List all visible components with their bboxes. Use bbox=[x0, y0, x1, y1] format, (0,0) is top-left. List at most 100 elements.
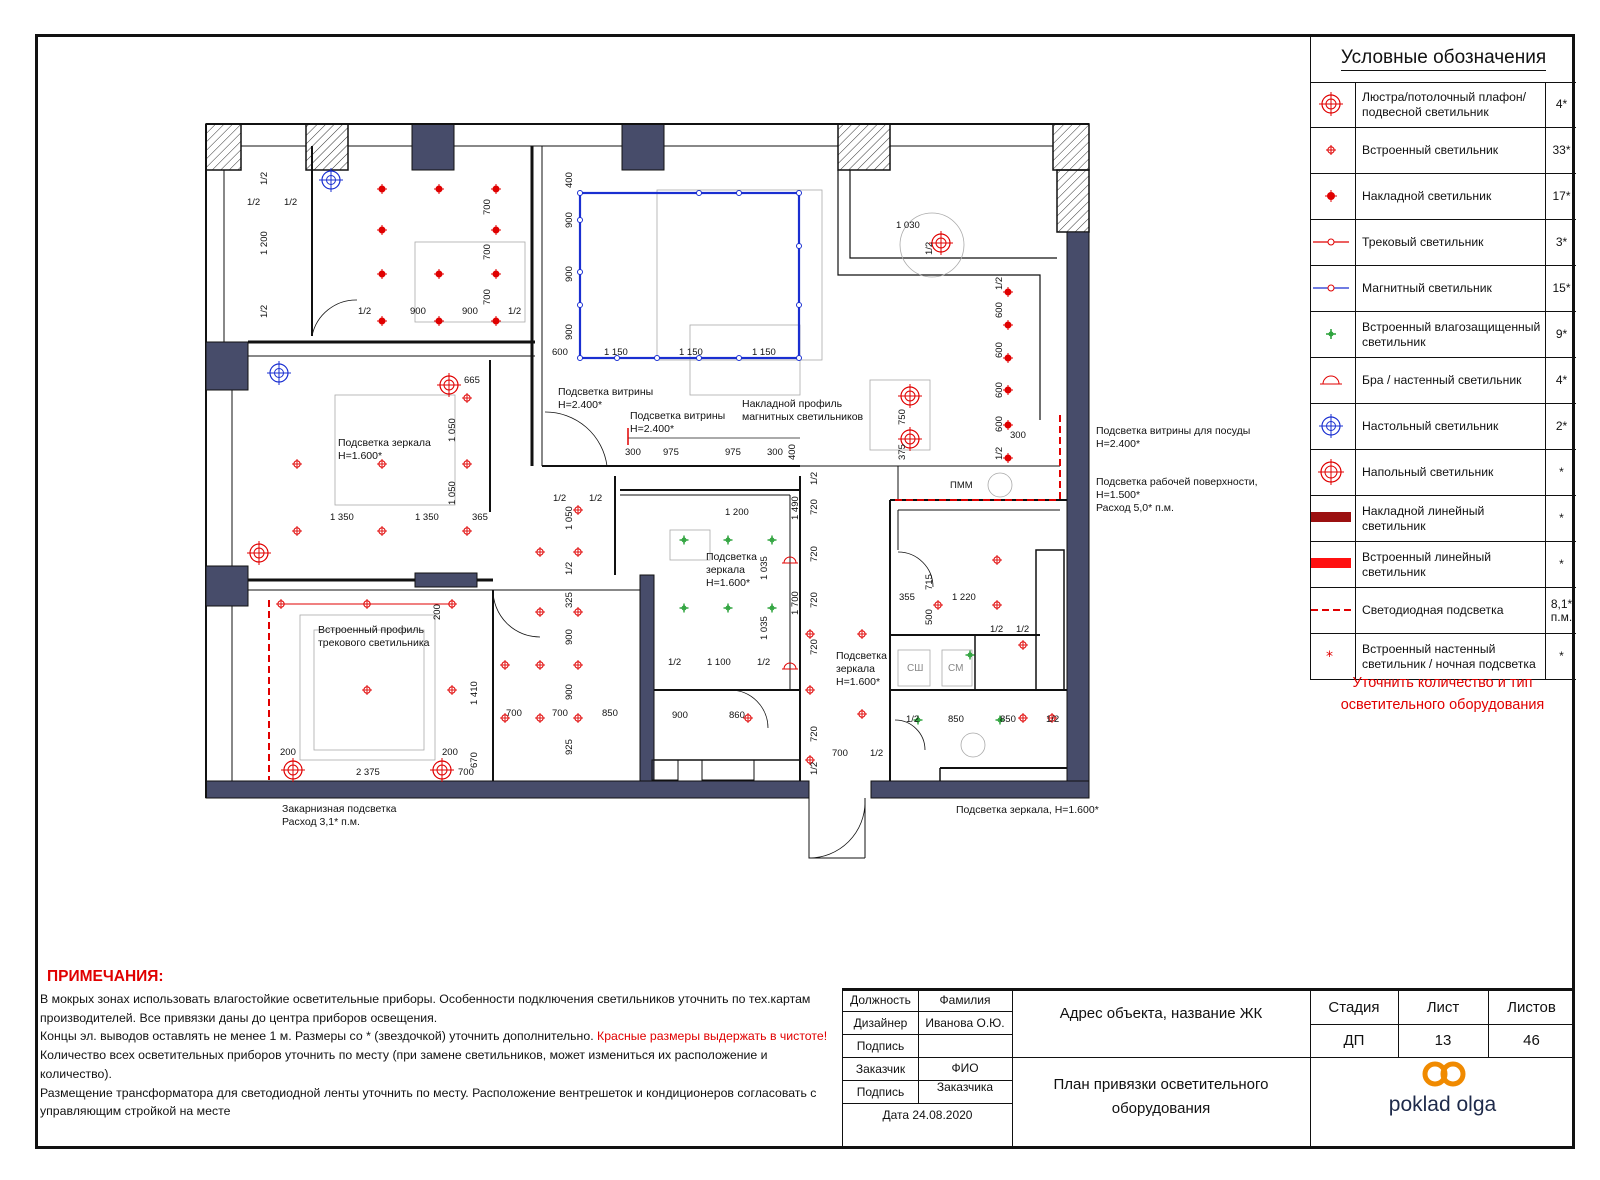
svg-text:900: 900 bbox=[564, 629, 575, 645]
svg-text:1/2: 1/2 bbox=[358, 306, 371, 317]
legend-label: Накладной светильник bbox=[1355, 174, 1545, 219]
legend-label: Встроенный светильник bbox=[1355, 128, 1545, 173]
magnetic-track bbox=[577, 190, 802, 361]
svg-text:1/2: 1/2 bbox=[589, 493, 602, 504]
svg-text:1 220: 1 220 bbox=[952, 592, 976, 603]
tb-customer: Заказчик bbox=[855, 1062, 906, 1076]
svg-text:600: 600 bbox=[552, 347, 568, 358]
svg-text:1/2: 1/2 bbox=[247, 197, 260, 208]
svg-text:1 200: 1 200 bbox=[259, 231, 270, 255]
svg-text:1 050: 1 050 bbox=[447, 481, 458, 505]
legend-label: Настольный светильник bbox=[1355, 404, 1545, 449]
tb-stage-header: Стадия bbox=[1328, 999, 1380, 1016]
tb-sheets-total: 46 bbox=[1523, 1032, 1540, 1049]
notes-title: ПРИМЕЧАНИЯ: bbox=[47, 968, 164, 985]
svg-text:1/2: 1/2 bbox=[994, 277, 1005, 290]
svg-text:700: 700 bbox=[482, 244, 493, 260]
svg-text:700: 700 bbox=[482, 289, 493, 305]
svg-text:720: 720 bbox=[809, 546, 820, 562]
svg-text:200: 200 bbox=[280, 747, 296, 758]
svg-text:1/2: 1/2 bbox=[1016, 624, 1029, 635]
legend-label: Люстра/потолочный плафон/подвесной свети… bbox=[1355, 82, 1545, 127]
svg-text:500: 500 bbox=[924, 609, 935, 625]
svg-text:1 100: 1 100 bbox=[707, 657, 731, 668]
svg-text:925: 925 bbox=[564, 739, 575, 755]
worktop-light-label: Подсветка рабочей поверхности,H=1.500*Ра… bbox=[1096, 476, 1258, 514]
svg-text:1/2: 1/2 bbox=[259, 305, 270, 318]
tb-position-header: Должность bbox=[850, 993, 911, 1007]
svg-text:1/2: 1/2 bbox=[870, 748, 883, 759]
dryer-label: СШ bbox=[907, 663, 924, 674]
legend-row: Люстра/потолочный плафон/подвесной свети… bbox=[1311, 82, 1576, 128]
legend-row: *Встроенный настенный светильник / ночна… bbox=[1311, 634, 1576, 680]
wall-sconce-icon bbox=[1320, 375, 1342, 385]
tb-signature-2: Подпись bbox=[856, 1085, 905, 1099]
drawing-sheet bbox=[35, 34, 1575, 1149]
svg-text:200: 200 bbox=[442, 747, 458, 758]
svg-text:700: 700 bbox=[458, 767, 474, 778]
svg-text:900: 900 bbox=[564, 684, 575, 700]
svg-text:1/2: 1/2 bbox=[553, 493, 566, 504]
entry-door bbox=[808, 798, 866, 859]
legend-note: Уточнить количество и тип осветительного… bbox=[1340, 675, 1545, 713]
legend-qty: * bbox=[1545, 496, 1577, 541]
tb-designer-name: Иванова О.Ю. bbox=[925, 1016, 1005, 1030]
logo-text: poklad olga bbox=[1388, 1093, 1497, 1116]
svg-text:1/2: 1/2 bbox=[906, 714, 919, 725]
legend-label: Напольный светильник bbox=[1355, 450, 1545, 495]
svg-text:1 150: 1 150 bbox=[679, 347, 703, 358]
svg-text:355: 355 bbox=[899, 592, 915, 603]
svg-text:1 700: 1 700 bbox=[790, 591, 801, 615]
svg-text:700: 700 bbox=[832, 748, 848, 759]
doors bbox=[311, 299, 934, 751]
svg-text:600: 600 bbox=[994, 416, 1005, 432]
tb-customer-name-2: Заказчика bbox=[936, 1080, 994, 1094]
legend-label: Светодиодная подсветка bbox=[1355, 588, 1545, 633]
waterproof-light-icon bbox=[1326, 329, 1336, 339]
svg-text:665: 665 bbox=[464, 375, 480, 386]
svg-text:900: 900 bbox=[564, 212, 575, 228]
walls bbox=[205, 123, 1090, 799]
svg-text:365: 365 bbox=[472, 512, 488, 523]
vertical-dimensions: 1 200 1/2 1/2 700 700 700 900 900 900 40… bbox=[259, 172, 1005, 775]
chandelier-icon bbox=[1319, 92, 1343, 116]
svg-text:715: 715 bbox=[924, 574, 935, 590]
tb-sheet-header: Лист bbox=[1426, 999, 1460, 1016]
svg-text:300: 300 bbox=[625, 447, 641, 458]
legend-qty: * bbox=[1545, 542, 1577, 587]
svg-text:1/2: 1/2 bbox=[564, 562, 575, 575]
led-strips bbox=[268, 415, 1061, 780]
svg-text:300: 300 bbox=[767, 447, 783, 458]
tb-designer: Дизайнер bbox=[853, 1016, 908, 1030]
svg-text:1/2: 1/2 bbox=[809, 762, 820, 775]
svg-text:720: 720 bbox=[809, 499, 820, 515]
svg-text:600: 600 bbox=[994, 302, 1005, 318]
svg-text:1/2: 1/2 bbox=[668, 657, 681, 668]
legend-qty: 33* bbox=[1545, 128, 1577, 173]
legend-qty: * bbox=[1545, 634, 1577, 679]
svg-text:1 150: 1 150 bbox=[604, 347, 628, 358]
legend-qty: 4* bbox=[1545, 82, 1577, 127]
surface-light-icon bbox=[1325, 190, 1337, 202]
svg-text:860: 860 bbox=[729, 710, 745, 721]
table-lamps bbox=[266, 167, 344, 386]
svg-text:1 490: 1 490 bbox=[790, 496, 801, 520]
svg-text:900: 900 bbox=[564, 324, 575, 340]
legend-qty: 17* bbox=[1545, 174, 1577, 219]
svg-text:1/2: 1/2 bbox=[259, 172, 270, 185]
wall-night-light-icon: * bbox=[1326, 649, 1333, 665]
svg-text:900: 900 bbox=[462, 306, 478, 317]
svg-text:1 035: 1 035 bbox=[759, 556, 770, 580]
svg-text:700: 700 bbox=[506, 708, 522, 719]
legend-label: Встроенный линейный светильник bbox=[1355, 542, 1545, 587]
